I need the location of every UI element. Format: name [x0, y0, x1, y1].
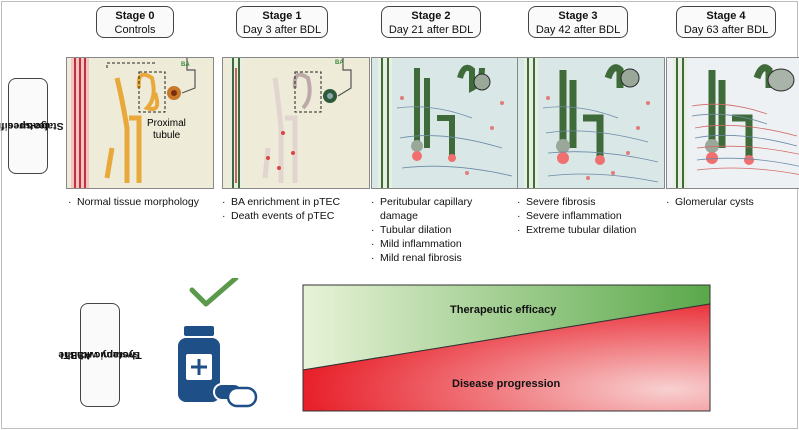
stage-1-label: Stage 1 Day 3 after BDL — [236, 6, 328, 38]
stage-2-subtitle: Day 21 after BDL — [388, 24, 474, 36]
list-item: ·Mild inflammation — [371, 238, 462, 250]
feature-text: Normal tissue morphology — [77, 196, 199, 208]
feature-text: Mild inflammation — [380, 238, 462, 250]
feature-text: Tubular dilation — [380, 224, 452, 236]
stage-1-title: Stage 1 — [262, 10, 302, 22]
stage-4-label: Stage 4 Day 63 after BDL — [676, 6, 776, 38]
therapy-icon-group — [178, 278, 258, 408]
check-icon — [189, 278, 239, 307]
stage-1-panel: BA — [222, 57, 370, 189]
trend-triangles — [302, 284, 711, 412]
feature-text: Peritubular capillary — [380, 196, 473, 208]
stage-0-panel: BA Proximal tubule — [66, 57, 214, 189]
list-item: damage — [380, 210, 418, 222]
stage-0-features: ·Normal tissue morphology — [68, 195, 199, 209]
stage-4-features: ·Glomerular cysts — [666, 195, 754, 209]
feature-text: Death events of pTEC — [231, 210, 335, 222]
efficacy-label: Therapeutic efficacy — [450, 304, 557, 316]
feature-text: Extreme tubular dilation — [526, 224, 637, 236]
stage-4-panel — [666, 57, 799, 189]
proximal-label-line1: Proximal — [147, 118, 186, 129]
feature-text: Severe inflammation — [526, 210, 622, 222]
feature-text: Glomerular cysts — [675, 196, 754, 208]
stage-4-title: Stage 4 — [706, 10, 746, 22]
stage-4-subtitle: Day 63 after BDL — [683, 24, 769, 36]
stage-1-ba-label: BA — [335, 60, 344, 66]
stage-3-subtitle: Day 42 after BDL — [535, 24, 621, 36]
list-item: ·BA enrichment in pTEC — [222, 196, 341, 208]
progression-triangle — [302, 303, 711, 412]
stage-1-features: ·BA enrichment in pTEC ·Death events of … — [222, 195, 340, 223]
stage-3-title: Stage 3 — [558, 10, 598, 22]
stage-2-illustration — [378, 58, 513, 188]
list-item: ·Severe inflammation — [517, 210, 622, 222]
list-item: ·Severe fibrosis — [517, 196, 596, 208]
list-item: ·Mild renal fibrosis — [371, 252, 462, 264]
stage-2-title: Stage 2 — [411, 10, 451, 22]
stage-3-illustration — [524, 58, 659, 188]
stage-features-row-label: Stage-specificfeatures — [0, 78, 64, 174]
stage-2-panel — [371, 57, 519, 189]
list-item: ·Tubular dilation — [371, 224, 452, 236]
stage-3-features: ·Severe fibrosis ·Severe inflammation ·E… — [517, 195, 636, 237]
list-item: ·Death events of pTEC — [222, 210, 335, 222]
list-item: ·Peritubular capillary — [371, 196, 473, 208]
stage-3-label: Stage 3 Day 42 after BDL — [528, 6, 628, 38]
pill-bottle-icon — [178, 326, 220, 402]
stage-0-label: Stage 0 Controls — [96, 6, 174, 38]
progression-label: Disease progression — [452, 378, 561, 390]
row-label-line2: features — [7, 120, 49, 132]
stage-0-ba-label: BA — [181, 62, 190, 68]
capsule-icon — [213, 383, 258, 408]
therapy-label-line2: systemic ASBTI — [60, 349, 140, 361]
stage-0-title: Stage 0 — [115, 10, 155, 22]
list-item: ·Normal tissue morphology — [68, 196, 199, 208]
stage-3-panel — [517, 57, 665, 189]
stage-2-label: Stage 2 Day 21 after BDL — [381, 6, 481, 38]
feature-text: Severe fibrosis — [526, 196, 596, 208]
stage-2-features: ·Peritubular capillary damage ·Tubular d… — [371, 195, 472, 265]
stage-0-illustration: BA Proximal tubule — [71, 58, 196, 188]
feature-text: Mild renal fibrosis — [380, 252, 462, 264]
feature-text: BA enrichment in pTEC — [231, 196, 341, 208]
stage-0-subtitle: Controls — [114, 24, 156, 36]
list-item: ·Glomerular cysts — [666, 196, 754, 208]
stage-1-illustration: BA — [229, 58, 352, 188]
stage-1-subtitle: Day 3 after BDL — [242, 24, 322, 36]
therapy-trend-graphic: Therapeutic efficacy Disease progression — [302, 284, 711, 412]
stage-4-illustration — [673, 58, 799, 188]
list-item: ·Extreme tubular dilation — [517, 224, 637, 236]
proximal-label-line2: tubule — [153, 130, 181, 141]
